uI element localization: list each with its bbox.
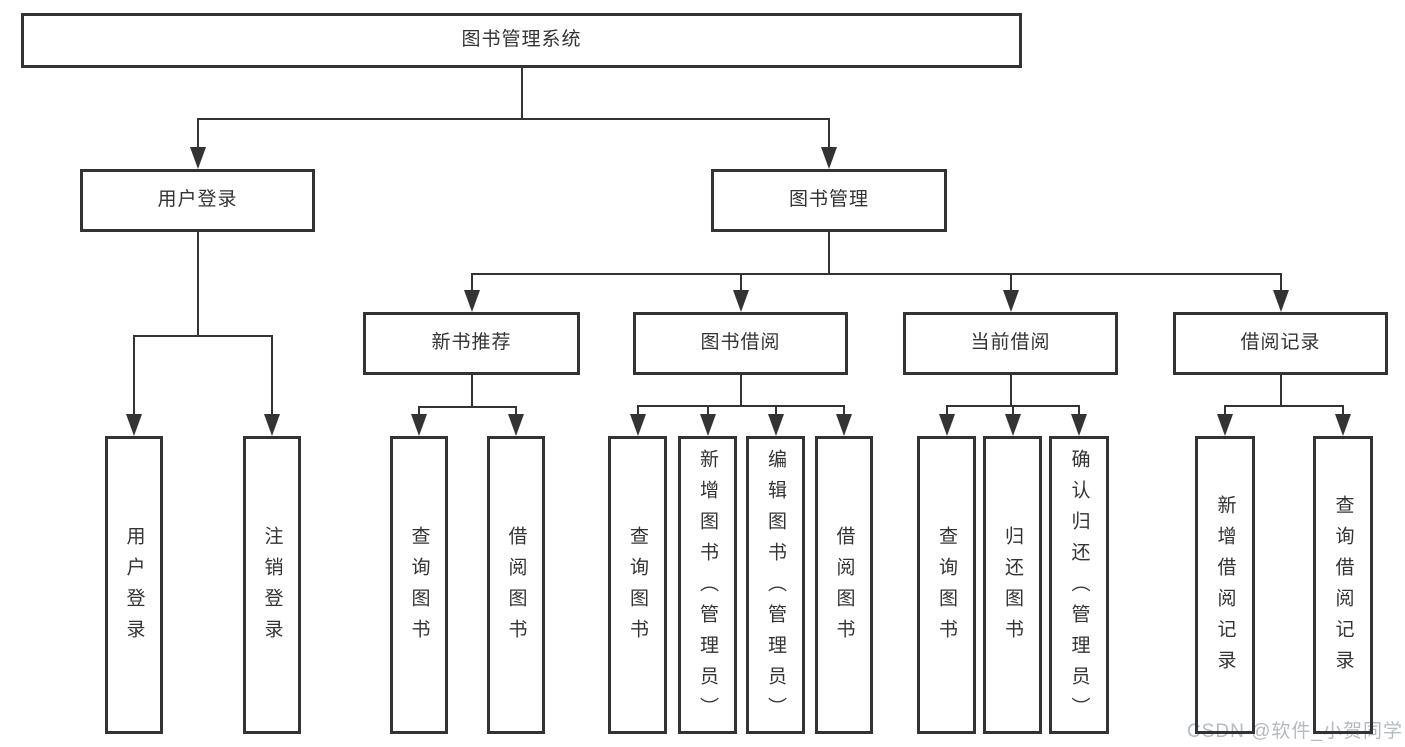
connector-line <box>471 273 473 298</box>
connector-line <box>197 118 830 120</box>
connector-line <box>740 375 742 407</box>
connector-line <box>197 232 199 337</box>
connector-line <box>828 232 830 275</box>
connector-line <box>1010 375 1012 407</box>
connector-line <box>1010 273 1012 298</box>
node-book-mgmt: 图书管理 <box>711 169 947 232</box>
connector-line <box>843 405 845 422</box>
node-leaf-query-book-borrow: 查询图书 <box>608 436 667 734</box>
connector-line <box>197 118 199 155</box>
connector-line <box>637 405 639 422</box>
arrowhead-down-icon <box>836 414 852 436</box>
arrowhead-down-icon <box>821 147 837 169</box>
node-leaf-borrow-book-rec: 借阅图书 <box>487 436 545 734</box>
node-leaf-edit-book: 编辑图书（管理员） <box>746 436 805 734</box>
node-leaf-add-borrow-record: 新增借阅记录 <box>1195 436 1255 734</box>
arrowhead-down-icon <box>126 414 142 436</box>
connector-line <box>271 335 273 422</box>
connector-line <box>637 405 845 407</box>
connector-line <box>775 405 777 422</box>
connector-line <box>1012 405 1014 422</box>
arrowhead-down-icon <box>1005 414 1021 436</box>
arrowhead-down-icon <box>700 414 716 436</box>
connector-line <box>471 273 1282 275</box>
node-book-borrow: 图书借阅 <box>633 312 848 375</box>
arrowhead-down-icon <box>411 414 427 436</box>
connector-line <box>707 405 709 422</box>
connector-line <box>946 405 948 422</box>
connector-line <box>1078 405 1080 422</box>
connector-line <box>471 375 473 408</box>
arrowhead-down-icon <box>733 290 749 312</box>
connector-line <box>1224 405 1344 407</box>
arrowhead-down-icon <box>464 290 480 312</box>
connector-line <box>133 335 135 422</box>
connector-line <box>133 335 273 337</box>
arrowhead-down-icon <box>190 147 206 169</box>
csdn-watermark: CSDN @软件_小贺同学 <box>1187 721 1403 742</box>
arrowhead-down-icon <box>1217 414 1233 436</box>
node-new-book-rec: 新书推荐 <box>363 312 580 375</box>
arrowhead-down-icon <box>630 414 646 436</box>
connector-line <box>1280 375 1282 407</box>
connector-line <box>521 68 523 120</box>
node-leaf-query-book-current: 查询图书 <box>917 436 976 734</box>
node-leaf-logout: 注销登录 <box>243 436 301 734</box>
arrowhead-down-icon <box>508 414 524 436</box>
node-root: 图书管理系统 <box>21 13 1022 68</box>
connector-line <box>1280 273 1282 298</box>
node-leaf-borrow-book: 借阅图书 <box>815 436 873 734</box>
arrowhead-down-icon <box>1273 290 1289 312</box>
node-leaf-return-book: 归还图书 <box>983 436 1042 734</box>
connector-line <box>828 118 830 155</box>
node-borrow-records: 借阅记录 <box>1173 312 1388 375</box>
node-leaf-user-login: 用户登录 <box>105 436 163 734</box>
arrowhead-down-icon <box>1003 290 1019 312</box>
connector-line <box>1224 405 1226 422</box>
arrowhead-down-icon <box>1071 414 1087 436</box>
arrowhead-down-icon <box>1335 414 1351 436</box>
node-leaf-query-book-rec: 查询图书 <box>390 436 448 734</box>
arrowhead-down-icon <box>768 414 784 436</box>
arrowhead-down-icon <box>939 414 955 436</box>
node-leaf-add-book: 新增图书（管理员） <box>678 436 737 734</box>
connector-line <box>1342 405 1344 422</box>
node-current-borrow: 当前借阅 <box>903 312 1118 375</box>
arrowhead-down-icon <box>264 414 280 436</box>
node-user-login: 用户登录 <box>80 169 315 232</box>
node-leaf-query-borrow-record: 查询借阅记录 <box>1313 436 1373 734</box>
node-leaf-confirm-return: 确认归还（管理员） <box>1049 436 1109 734</box>
connector-line <box>418 406 517 408</box>
connector-line <box>740 273 742 298</box>
